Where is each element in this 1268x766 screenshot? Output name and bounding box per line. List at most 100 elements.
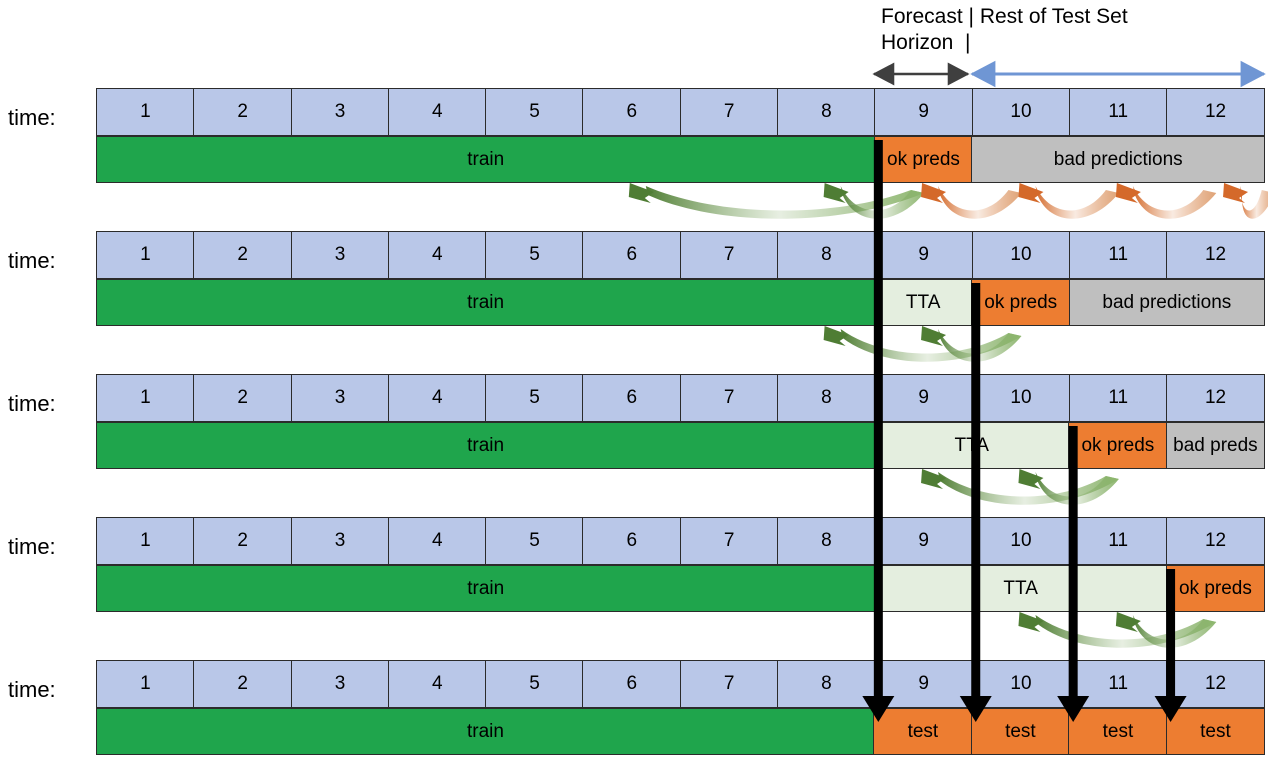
timestep-cell[interactable]: 11 xyxy=(1068,88,1168,136)
phase-segment-ok[interactable]: ok preds xyxy=(1068,422,1168,469)
timestep-cell[interactable]: 12 xyxy=(1166,88,1265,136)
feedback-arrow-green xyxy=(1018,612,1217,648)
timestep-cell[interactable]: 7 xyxy=(679,660,779,708)
timestep-cell[interactable]: 6 xyxy=(582,660,682,708)
timestep-cell[interactable]: 8 xyxy=(776,88,876,136)
phase-segment-bad[interactable]: bad predictions xyxy=(971,136,1265,183)
timestep-cell[interactable]: 2 xyxy=(193,231,293,279)
timestep-cell[interactable]: 9 xyxy=(874,374,974,422)
timestep-cell[interactable]: 11 xyxy=(1068,517,1168,565)
timestep-cell[interactable]: 8 xyxy=(776,517,876,565)
timestep-cell[interactable]: 4 xyxy=(387,88,487,136)
phase-segment-train[interactable]: train xyxy=(96,279,876,326)
phase-segment-tta[interactable]: TTA xyxy=(873,279,973,326)
forecast-horizon-header-line2: Horizon | xyxy=(881,31,971,54)
timestep-cell[interactable]: 9 xyxy=(874,88,974,136)
phase-segment-tta[interactable]: TTA xyxy=(873,565,1168,612)
timestep-cell[interactable]: 1 xyxy=(96,517,195,565)
timestep-cell[interactable]: 4 xyxy=(387,517,487,565)
timestep-cell[interactable]: 3 xyxy=(290,517,390,565)
timestep-cell[interactable]: 10 xyxy=(971,660,1071,708)
timestep-cell[interactable]: 6 xyxy=(582,374,682,422)
feedback-arrow-green xyxy=(628,183,925,219)
timestep-cell[interactable]: 3 xyxy=(290,374,390,422)
timestep-cell[interactable]: 3 xyxy=(290,88,390,136)
timestep-cell[interactable]: 8 xyxy=(776,374,876,422)
phase-segment-train[interactable]: train xyxy=(96,708,875,755)
timestep-cell[interactable]: 11 xyxy=(1068,660,1168,708)
time-label: time: xyxy=(8,391,56,416)
timestep-cell[interactable]: 7 xyxy=(679,517,779,565)
timestep-cell[interactable]: 10 xyxy=(971,231,1071,279)
timestep-cell[interactable]: 9 xyxy=(874,660,974,708)
timestep-cell[interactable]: 10 xyxy=(971,88,1071,136)
timestep-cell[interactable]: 2 xyxy=(193,660,293,708)
timestep-cell[interactable]: 8 xyxy=(776,660,876,708)
timestep-cell[interactable]: 11 xyxy=(1068,231,1168,279)
feedback-arrow-green xyxy=(823,183,925,219)
timestep-cell[interactable]: 7 xyxy=(679,374,779,422)
timestep-cell[interactable]: 3 xyxy=(290,660,390,708)
timestep-cell[interactable]: 12 xyxy=(1166,374,1265,422)
timestep-cell[interactable]: 1 xyxy=(96,88,195,136)
timestep-cell[interactable]: 6 xyxy=(582,231,682,279)
timestep-cell[interactable]: 12 xyxy=(1166,231,1265,279)
timestep-cell[interactable]: 12 xyxy=(1166,660,1265,708)
feedback-arrow-orange xyxy=(921,183,1022,219)
timestep-cell[interactable]: 9 xyxy=(874,517,974,565)
timestep-cell[interactable]: 1 xyxy=(96,231,195,279)
feedback-arrow-green xyxy=(1018,469,1119,505)
phase-segment-bad[interactable]: bad preds xyxy=(1165,422,1266,469)
feedback-arrow-orange xyxy=(1223,183,1268,219)
phase-segment-test[interactable]: test xyxy=(1165,708,1265,755)
timestep-cell[interactable]: 4 xyxy=(387,660,487,708)
phase-segment-ok[interactable]: ok preds xyxy=(873,136,974,183)
timestep-cell[interactable]: 11 xyxy=(1068,374,1168,422)
phase-segment-train[interactable]: train xyxy=(96,136,876,183)
timestep-cell[interactable]: 10 xyxy=(971,517,1071,565)
phase-segment-ok[interactable]: ok preds xyxy=(971,279,1071,326)
timestep-cell[interactable]: 5 xyxy=(485,374,584,422)
timestep-cell[interactable]: 2 xyxy=(193,517,293,565)
timestep-cell[interactable]: 2 xyxy=(193,88,293,136)
feedback-arrow-green xyxy=(921,326,1022,362)
feedback-arrow-green xyxy=(921,469,1119,505)
timestep-cell[interactable]: 4 xyxy=(387,231,487,279)
feedback-arrow-green xyxy=(1115,612,1217,648)
timestep-cell[interactable]: 4 xyxy=(387,374,487,422)
phase-segment-bad[interactable]: bad predictions xyxy=(1068,279,1266,326)
timestep-cell[interactable]: 10 xyxy=(971,374,1071,422)
timestep-cell[interactable]: 9 xyxy=(874,231,974,279)
timestep-cell[interactable]: 12 xyxy=(1166,517,1265,565)
timestep-cell[interactable]: 6 xyxy=(582,88,682,136)
timestep-cell[interactable]: 1 xyxy=(96,660,195,708)
phase-segment-ok[interactable]: ok preds xyxy=(1165,565,1265,612)
timestep-cell[interactable]: 1 xyxy=(96,374,195,422)
timestep-cell[interactable]: 5 xyxy=(485,88,584,136)
timestep-cell[interactable]: 3 xyxy=(290,231,390,279)
timestep-cell[interactable]: 7 xyxy=(679,231,779,279)
timestep-cell[interactable]: 5 xyxy=(485,660,584,708)
timestep-cell[interactable]: 5 xyxy=(485,517,584,565)
phase-segment-test[interactable]: test xyxy=(873,708,973,755)
timestep-cell[interactable]: 2 xyxy=(193,374,293,422)
timestep-cell[interactable]: 5 xyxy=(485,231,584,279)
phase-segment-train[interactable]: train xyxy=(96,565,876,612)
phase-segment-train[interactable]: train xyxy=(96,422,876,469)
timestep-cell[interactable]: 6 xyxy=(582,517,682,565)
timestep-cell[interactable]: 8 xyxy=(776,231,876,279)
phase-segment-tta[interactable]: TTA xyxy=(873,422,1070,469)
timestep-cell[interactable]: 7 xyxy=(679,88,779,136)
phase-segment-test[interactable]: test xyxy=(1068,708,1168,755)
phase-segment-test[interactable]: test xyxy=(970,708,1070,755)
